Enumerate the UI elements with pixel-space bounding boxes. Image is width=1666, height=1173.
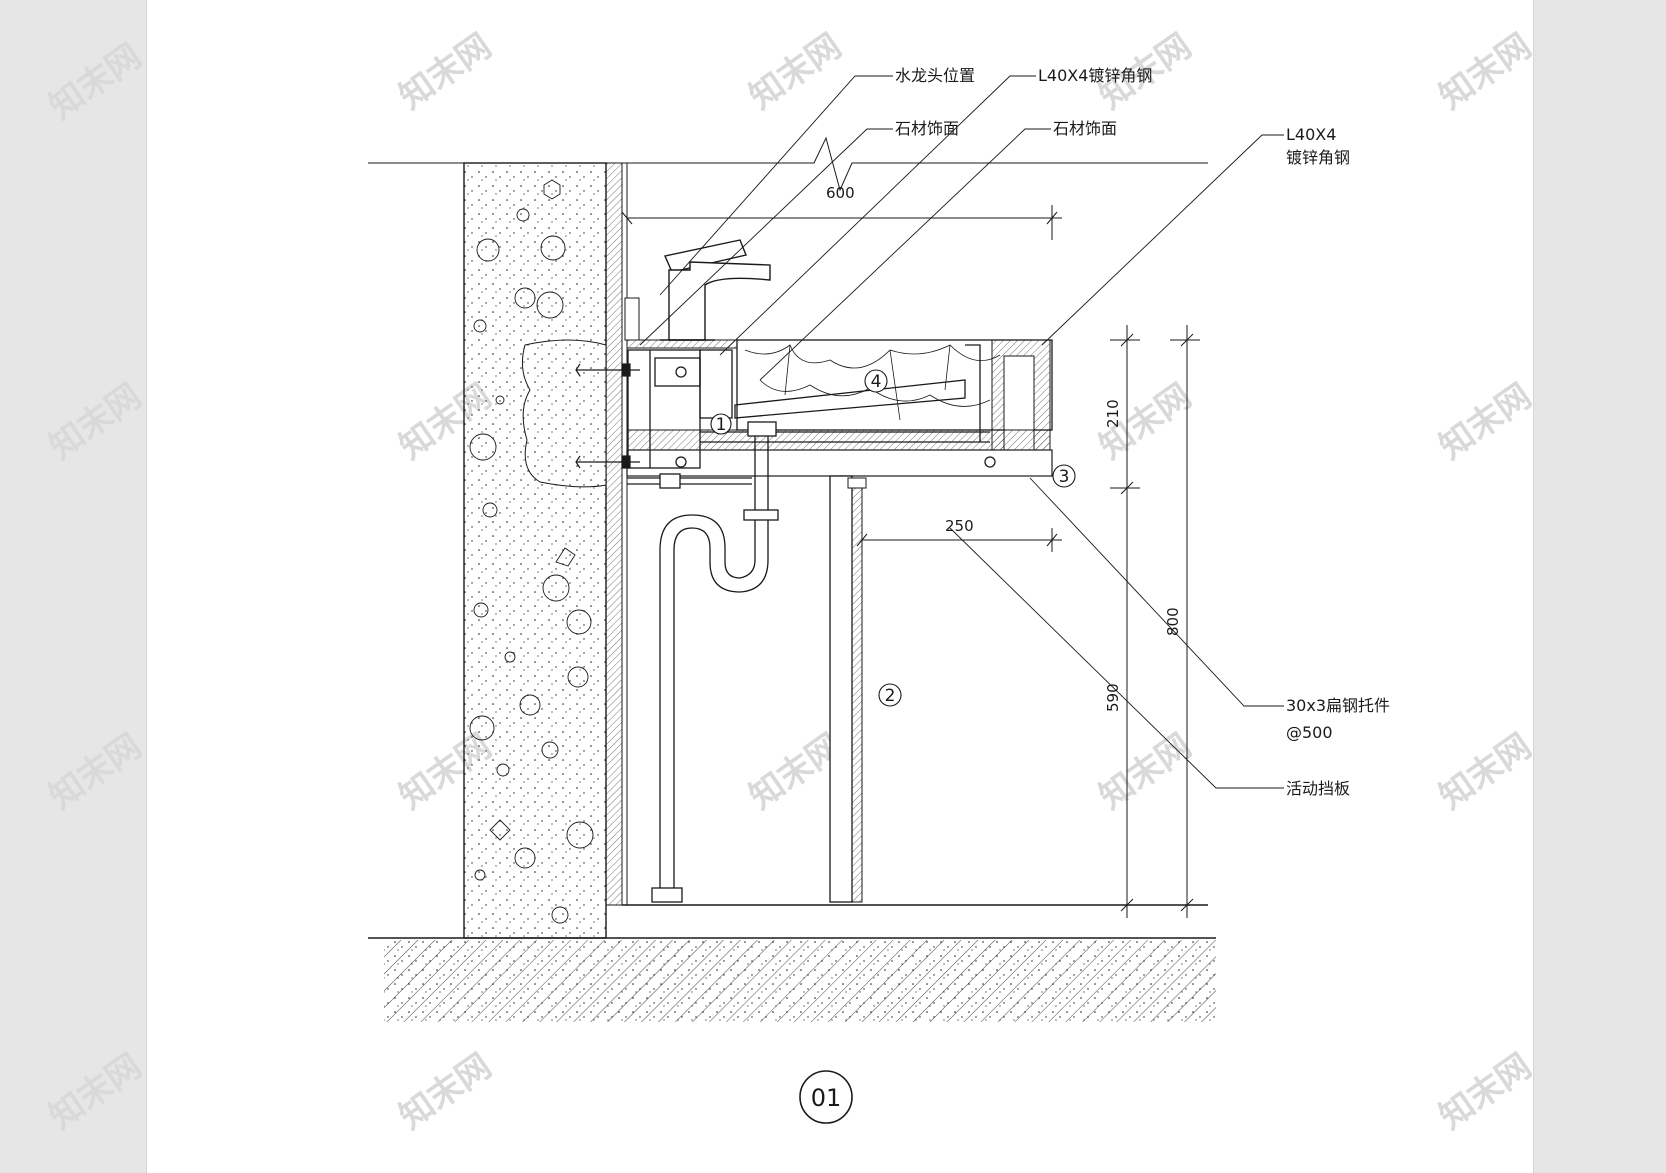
removable-panel xyxy=(829,475,867,903)
anchor-bolts xyxy=(575,363,640,469)
faucet-icon xyxy=(660,239,771,341)
watermark-mark: 知末网 xyxy=(1432,726,1538,817)
dim-counter-thickness: 210 xyxy=(1104,399,1122,428)
marker-4: 4 xyxy=(871,372,882,392)
callout-angle-steel-1: L40X4镀锌角钢 xyxy=(1038,66,1152,85)
callout-stone-finish-2: 石材饰面 xyxy=(1053,119,1117,138)
wall-finish-layer xyxy=(605,162,628,906)
dimension-lines xyxy=(621,205,1200,918)
marker-1: 1 xyxy=(716,415,727,435)
steel-frame xyxy=(627,344,996,469)
callout-labels: 水龙头位置 L40X4镀锌角钢 石材饰面 石材饰面 L40X4 镀锌角钢 30x… xyxy=(895,66,1390,798)
dim-total-height: 800 xyxy=(1164,607,1182,636)
numbered-markers xyxy=(710,369,1076,707)
watermark-mark: 知末网 xyxy=(42,726,148,817)
callout-faucet-position: 水龙头位置 xyxy=(895,66,975,85)
break-line xyxy=(368,136,1208,192)
drain-pipe xyxy=(627,421,779,903)
marker-labels: 1 2 3 4 xyxy=(716,372,1070,706)
marker-3: 3 xyxy=(1059,467,1070,487)
watermark-mark: 知末网 xyxy=(1432,376,1538,467)
marker-2: 2 xyxy=(885,686,896,706)
floor-slab xyxy=(368,904,1216,1022)
watermark-mark: 知末网 xyxy=(1432,1046,1538,1137)
leader-lines xyxy=(639,75,1284,789)
sheet-number-badge: 01 xyxy=(799,1070,853,1124)
callout-angle-steel-2-line2: 镀锌角钢 xyxy=(1286,148,1350,167)
callout-removable-panel: 活动挡板 xyxy=(1286,779,1350,798)
watermark-mark: 知末网 xyxy=(42,376,148,467)
dimension-labels: 600 250 210 590 800 xyxy=(826,184,1182,712)
callout-flat-steel-line2: @500 xyxy=(1286,723,1333,742)
dim-clearance-height: 590 xyxy=(1104,683,1122,712)
callout-stone-finish-1: 石材饰面 xyxy=(895,119,959,138)
watermark-mark: 知末网 xyxy=(42,36,148,127)
watermark-mark: 知末网 xyxy=(742,26,848,117)
watermark-mark: 知末网 xyxy=(42,1046,148,1137)
watermark-mark: 知末网 xyxy=(1092,726,1198,817)
watermark-mark: 知末网 xyxy=(392,1046,498,1137)
watermark-mark: 知末网 xyxy=(1432,26,1538,117)
dim-counter-depth: 600 xyxy=(826,184,855,202)
callout-flat-steel-line1: 30x3扁钢托件 xyxy=(1286,696,1390,715)
sheet-number: 01 xyxy=(811,1084,842,1112)
stone-countertop xyxy=(624,297,1053,477)
callout-angle-steel-2-line1: L40X4 xyxy=(1286,125,1336,144)
watermark-mark: 知末网 xyxy=(392,26,498,117)
concrete-wall xyxy=(463,162,607,939)
dim-apron-depth: 250 xyxy=(945,517,974,535)
